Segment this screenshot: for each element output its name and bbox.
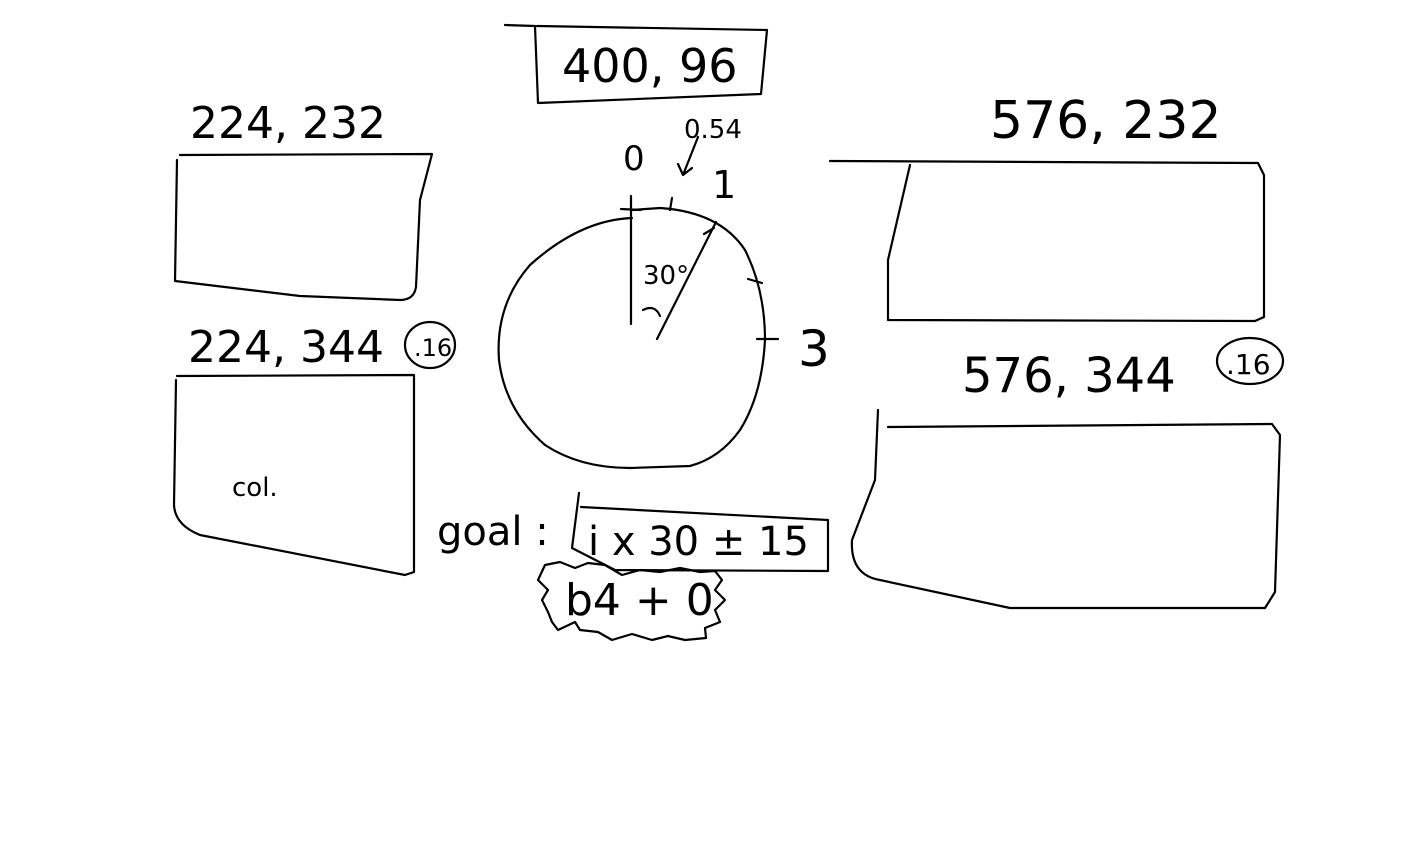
- goal-formula: i x 30 ± 15: [588, 519, 809, 565]
- top-box-label: 400, 96: [562, 39, 738, 93]
- right-top-label: 576, 232: [990, 91, 1222, 151]
- dial-tick-2: [746, 277, 764, 285]
- goal-section: goal : i x 30 ± 15: [437, 491, 830, 573]
- left-bottom-label: 224, 344: [188, 322, 384, 373]
- left-bottom-badge-circle: [403, 320, 457, 370]
- pointer-arrow: [676, 135, 700, 177]
- top-coordinate-box: 400, 96: [503, 23, 769, 105]
- dial-label-1: 1: [712, 163, 736, 207]
- cloud-outline: [536, 560, 727, 642]
- right-bottom-label: 576, 344: [962, 348, 1176, 404]
- cloud-note: b4 + 0: [536, 560, 727, 642]
- goal-formula-box: [570, 491, 830, 573]
- right-top-panel: 576, 232: [828, 91, 1266, 323]
- dial-tick-minor: [668, 196, 674, 212]
- dial-pointer: [655, 220, 718, 341]
- left-bottom-badge: .16: [414, 334, 452, 362]
- left-top-label: 224, 232: [190, 98, 386, 149]
- left-bottom-panel: 224, 344 .16 col.: [172, 320, 457, 577]
- dial-label-0: 0: [623, 139, 645, 179]
- right-bottom-badge-circle: [1215, 336, 1285, 386]
- dial: 0 1 3 0.54 30°: [497, 115, 830, 470]
- cloud-text: b4 + 0: [565, 575, 714, 626]
- right-bottom-panel: 576, 344 .16: [850, 336, 1285, 610]
- dial-label-3: 3: [798, 320, 830, 378]
- pointer-value-label: 0.54: [684, 115, 742, 145]
- left-top-panel: 224, 232: [173, 98, 434, 302]
- goal-label: goal :: [437, 509, 549, 555]
- right-bottom-badge: .16: [1226, 348, 1271, 381]
- left-bottom-box-text: col.: [232, 473, 278, 503]
- angle-label: 30°: [643, 261, 689, 291]
